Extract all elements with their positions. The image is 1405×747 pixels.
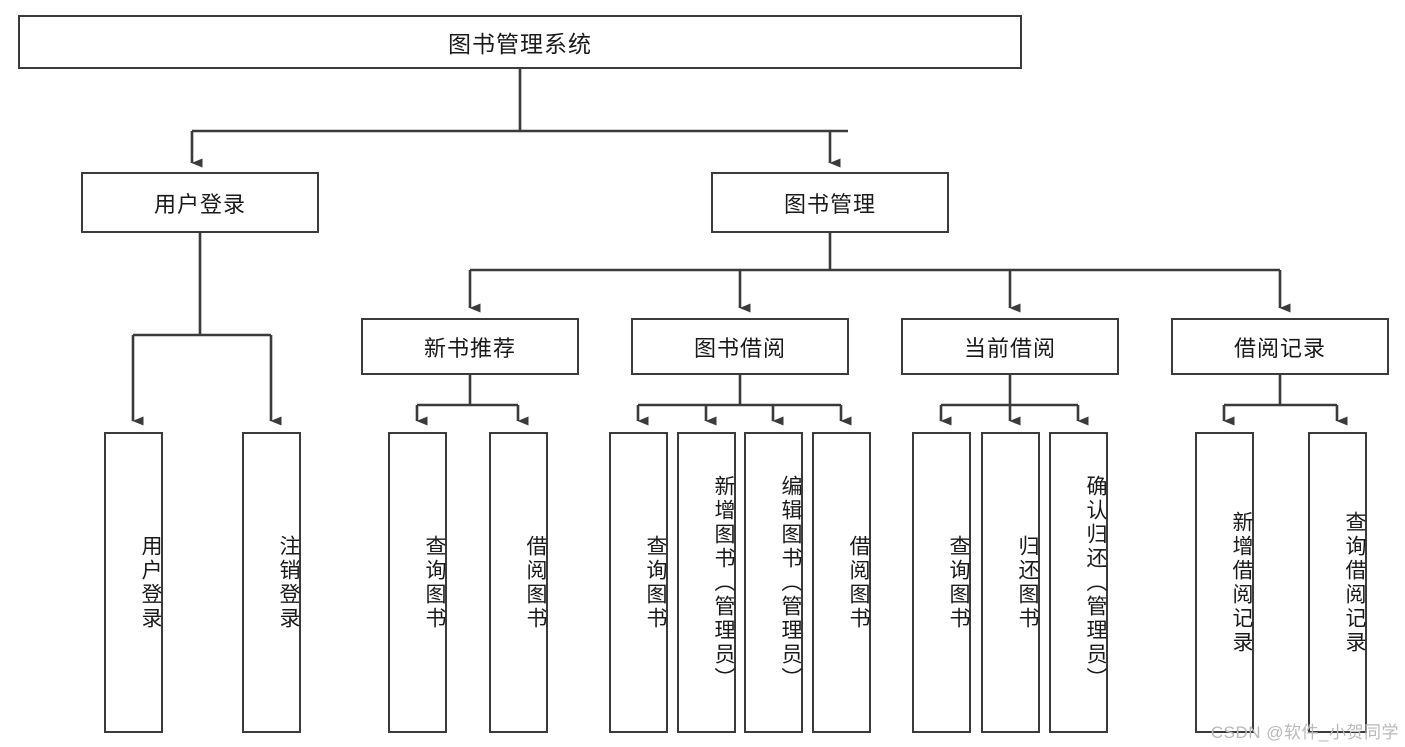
node-label: 注销登录 [277,534,300,631]
leaf-logout[interactable]: 注销登录 [242,432,301,733]
node-label: 新增借阅记录 [1230,510,1253,655]
node-label: 查询图书 [947,534,970,631]
leaf-confirm-return-admin[interactable]: 确认归还（管理员） [1049,432,1108,733]
node-label: 查询图书 [644,534,667,631]
leaf-edit-book-admin[interactable]: 编辑图书（管理员） [744,432,803,733]
node-borrow-record[interactable]: 借阅记录 [1171,318,1389,375]
node-label: 查询借阅记录 [1343,510,1366,655]
node-label: 借阅图书 [524,534,547,631]
node-book-management[interactable]: 图书管理 [711,172,949,233]
leaf-add-book-admin[interactable]: 新增图书（管理员） [677,432,736,733]
node-label: 新书推荐 [423,335,516,361]
leaf-query-borrow-record[interactable]: 查询借阅记录 [1308,432,1367,733]
node-label: 图书管理系统 [448,31,592,57]
node-label: 图书借阅 [693,335,786,361]
node-label: 新增图书（管理员） [712,474,735,691]
node-label: 归还图书 [1016,534,1039,631]
node-label: 确认归还（管理员） [1084,474,1107,691]
node-label: 当前借阅 [963,335,1056,361]
leaf-borrow-book[interactable]: 借阅图书 [812,432,871,733]
node-label: 查询图书 [423,534,446,631]
leaf-user-login[interactable]: 用户登录 [104,432,163,733]
node-label: 借阅图书 [847,534,870,631]
node-label: 图书管理 [783,191,876,217]
leaf-query-book-current[interactable]: 查询图书 [912,432,971,733]
node-new-book-recommend[interactable]: 新书推荐 [361,318,579,375]
node-label: 编辑图书（管理员） [779,474,802,691]
leaf-return-book[interactable]: 归还图书 [981,432,1040,733]
csdn-watermark: CSDN @软件_小贺同学 [1210,723,1399,742]
leaf-add-borrow-record[interactable]: 新增借阅记录 [1195,432,1254,733]
node-book-borrow[interactable]: 图书借阅 [631,318,849,375]
node-book-management-system[interactable]: 图书管理系统 [18,15,1022,69]
node-label: 用户登录 [139,534,162,631]
node-user-login[interactable]: 用户登录 [81,172,319,233]
leaf-query-book-recommend[interactable]: 查询图书 [388,432,447,733]
node-label: 借阅记录 [1233,335,1326,361]
leaf-borrow-book-recommend[interactable]: 借阅图书 [489,432,548,733]
leaf-query-book-borrow[interactable]: 查询图书 [609,432,668,733]
node-label: 用户登录 [153,191,246,217]
node-current-borrow[interactable]: 当前借阅 [901,318,1119,375]
